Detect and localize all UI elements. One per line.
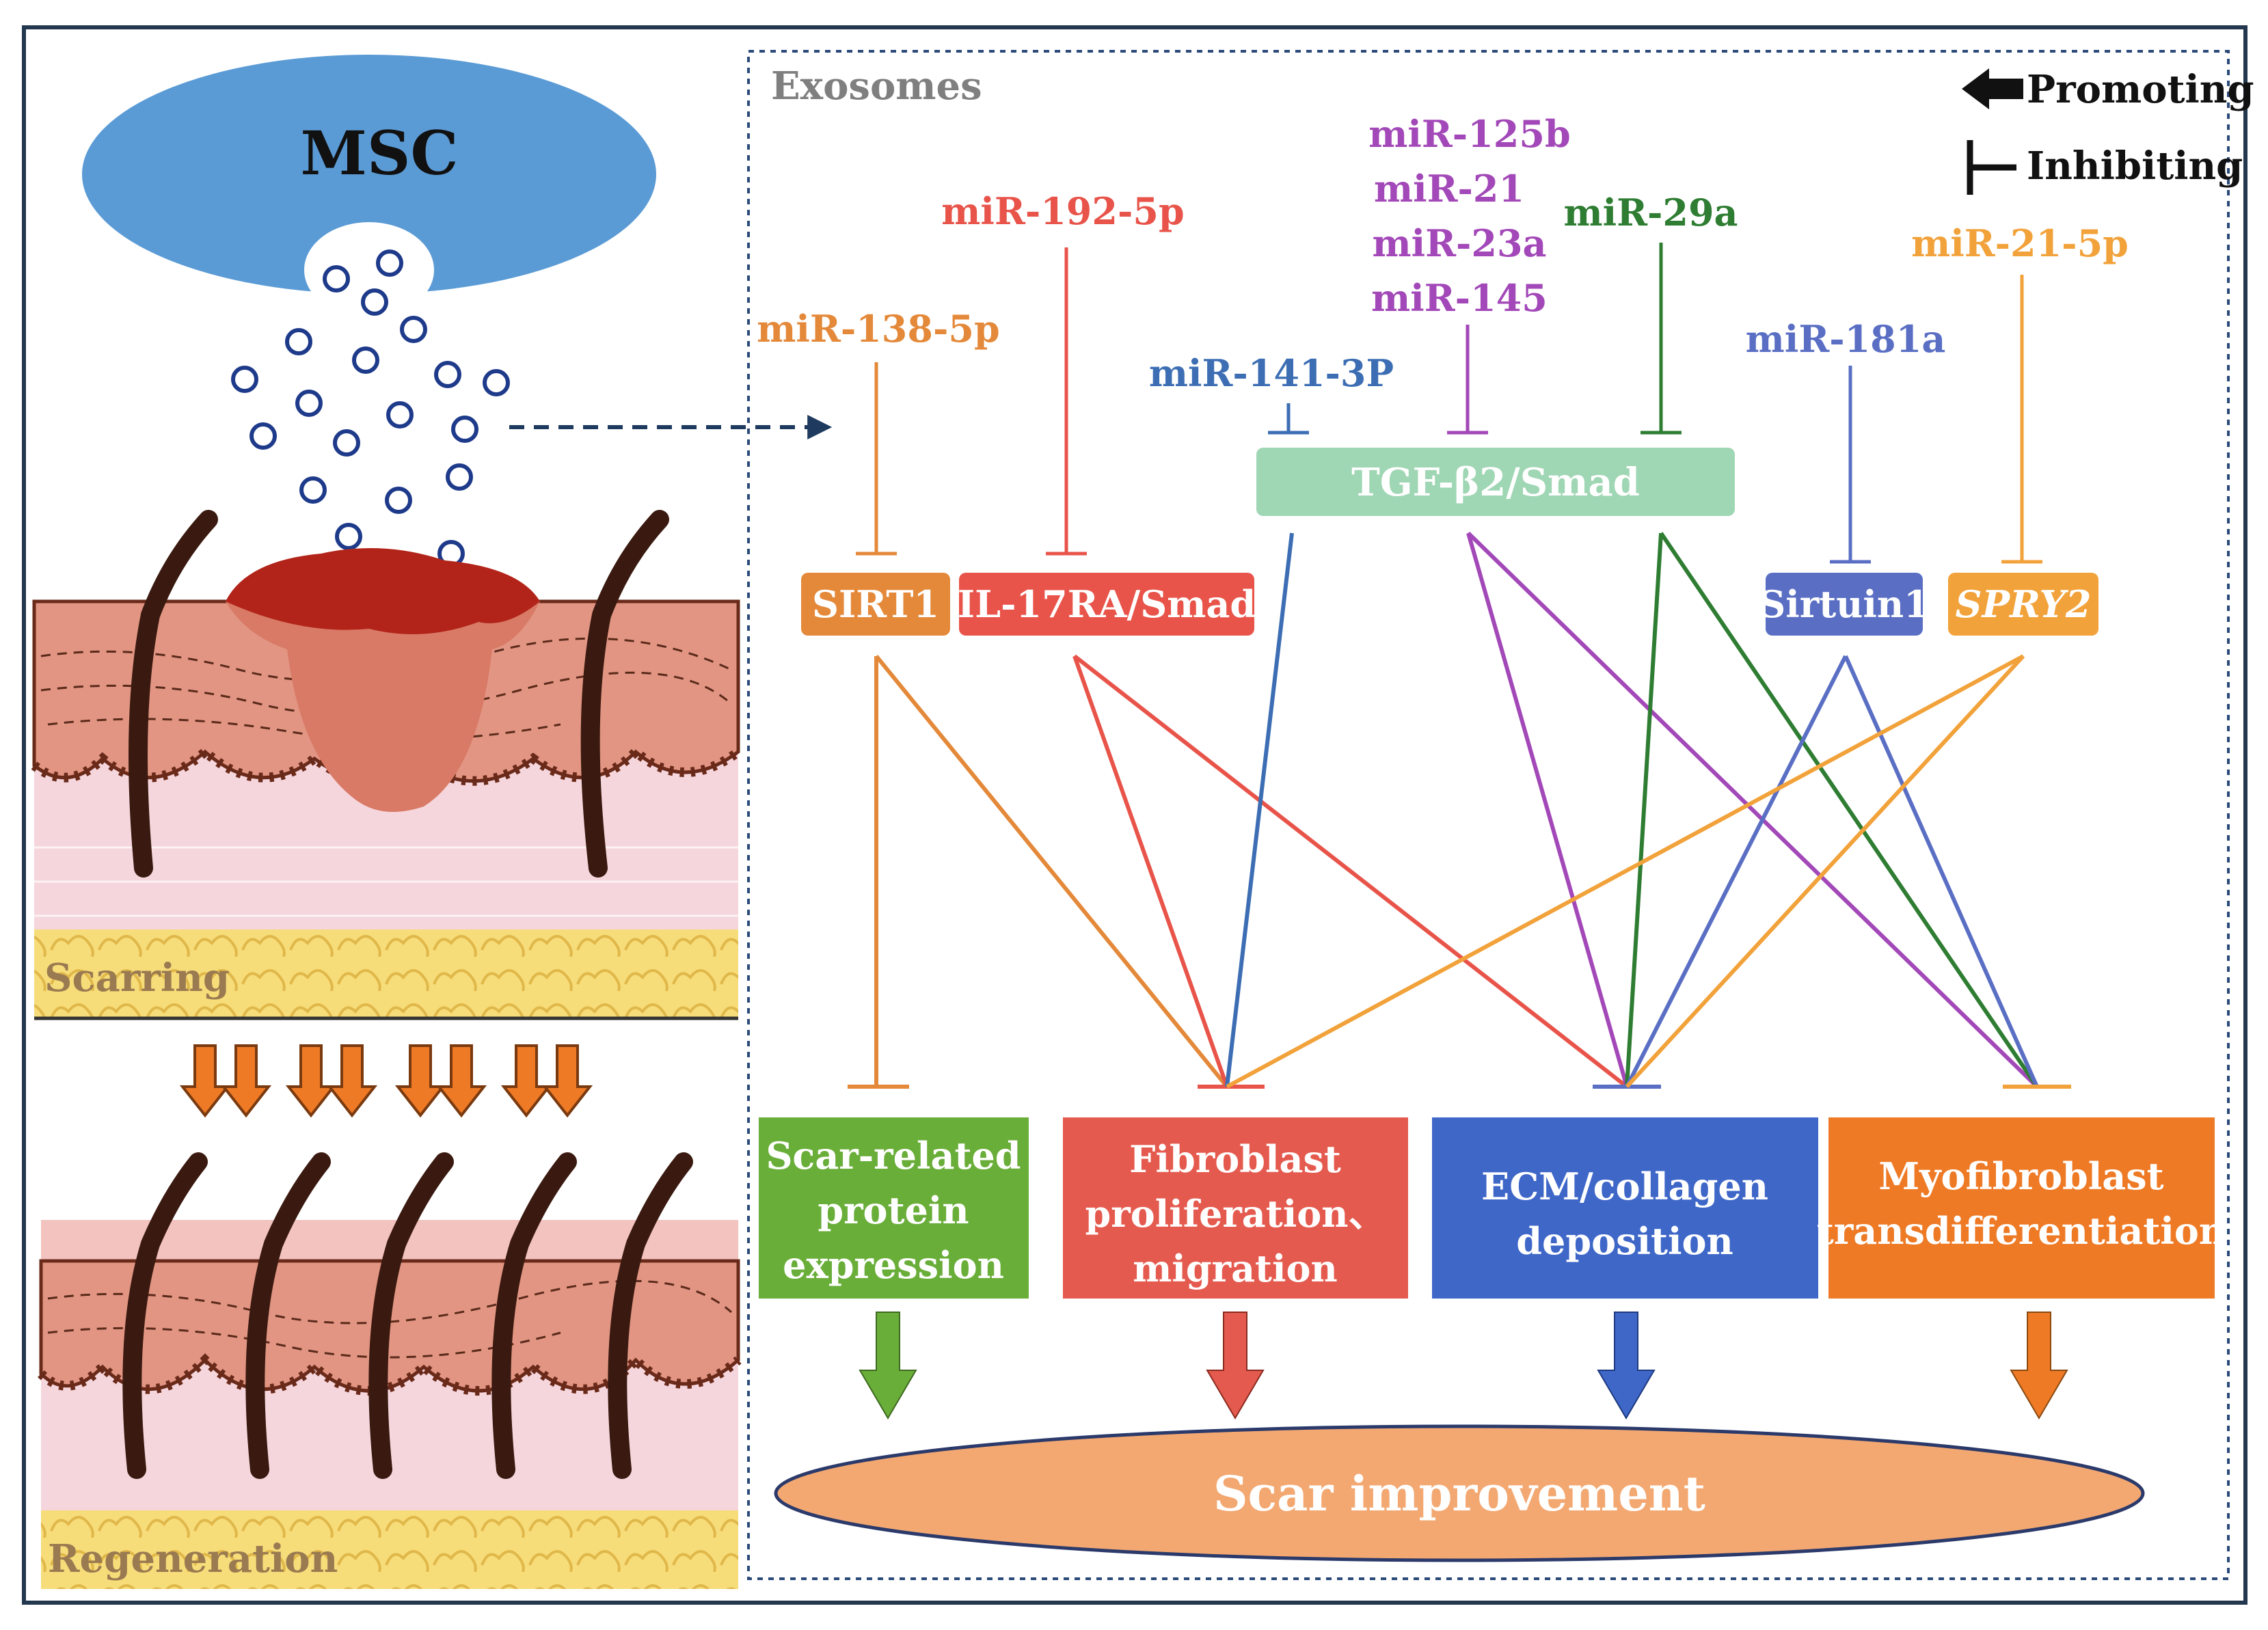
scar-protein-line-2: protein xyxy=(818,1188,969,1232)
fibroblast-line-1: Fibroblast xyxy=(1129,1137,1341,1181)
sirtuin1-label: Sirtuin1 xyxy=(1759,582,1930,626)
scar-improvement-ellipse xyxy=(774,1424,2145,1562)
msc-cell xyxy=(82,55,656,294)
scarring-skin: Scarring xyxy=(31,510,742,1018)
mirna-labels: miR-138-5p miR-192-5p miR-141-3P miR-125… xyxy=(757,112,2129,395)
scar-protein-box xyxy=(759,1117,1029,1299)
sirt1-box xyxy=(801,573,950,636)
outcome-boxes: Scar-related protein expression Fibrobla… xyxy=(759,1117,2226,1299)
mir-141-3p-label: miR-141-3P xyxy=(1149,351,1394,395)
fibroblast-box xyxy=(1063,1117,1408,1299)
mir-145-label: miR-145 xyxy=(1371,276,1548,320)
il-17ra-smad-box xyxy=(959,573,1254,636)
ecm-line-2: deposition xyxy=(1516,1219,1733,1263)
il-17ra-smad-label: IL-17RA/Smad xyxy=(958,582,1256,626)
sirtuin1-box xyxy=(1766,573,1923,636)
promoting-arrow-icon xyxy=(1962,68,2023,109)
spry2-label: SPRY2 xyxy=(1956,582,2092,626)
spry2-box xyxy=(1948,573,2098,636)
tgf-b2-smad-box xyxy=(1256,448,1735,516)
target-boxes: TGF-β2/Smad SIRT1 IL-17RA/Smad Sirtuin1 … xyxy=(801,448,2098,636)
mir-29a-label: miR-29a xyxy=(1563,191,1738,234)
outcome-arrows xyxy=(859,1312,2068,1420)
left-panel: MSC xyxy=(31,55,833,1589)
myofibroblast-line-2: transdifferentiation xyxy=(1817,1209,2226,1253)
sirt1-label: SIRT1 xyxy=(812,582,939,626)
mir-21-5p-label: miR-21-5p xyxy=(1911,221,2129,265)
mir-138-5p-label: miR-138-5p xyxy=(757,307,999,351)
regeneration-skin: Regeneration xyxy=(38,1152,742,1589)
scarring-label: Scarring xyxy=(44,955,230,1001)
scar-protein-line-3: expression xyxy=(783,1243,1004,1287)
regeneration-label: Regeneration xyxy=(48,1536,338,1581)
fibroblast-line-3: migration xyxy=(1133,1247,1338,1290)
mirna-inhibition-lines xyxy=(856,243,2042,564)
ecm-line-1: ECM/collagen xyxy=(1481,1165,1768,1208)
ecm-box xyxy=(1432,1117,1818,1299)
mir-21-label: miR-21 xyxy=(1374,167,1524,210)
legend: Promoting Inhibiting xyxy=(1962,67,2254,195)
myofibroblast-box xyxy=(1828,1117,2215,1299)
transition-arrows xyxy=(179,1044,593,1118)
legend-promoting: Promoting xyxy=(2027,67,2254,112)
exosomes-panel xyxy=(747,50,2230,1580)
scar-protein-line-1: Scar-related xyxy=(766,1134,1021,1178)
myofibroblast-line-1: Myofibroblast xyxy=(1878,1154,2163,1198)
exosome-bud xyxy=(304,222,434,318)
mir-192-5p-label: miR-192-5p xyxy=(941,189,1184,233)
tgf-b2-smad-label: TGF-β2/Smad xyxy=(1351,460,1640,505)
fibroblast-line-2: proliferation、 xyxy=(1085,1192,1385,1236)
exosomes-title: Exosomes xyxy=(771,64,982,109)
mir-23a-label: miR-23a xyxy=(1372,221,1546,265)
target-outcome-lines xyxy=(848,531,2071,1089)
msc-label: MSC xyxy=(301,118,459,189)
scar-improvement-label: Scar improvement xyxy=(1213,1465,1705,1522)
mir-181a-label: miR-181a xyxy=(1746,317,1946,361)
mir-125b-label: miR-125b xyxy=(1368,112,1570,156)
legend-inhibiting: Inhibiting xyxy=(2027,144,2243,189)
